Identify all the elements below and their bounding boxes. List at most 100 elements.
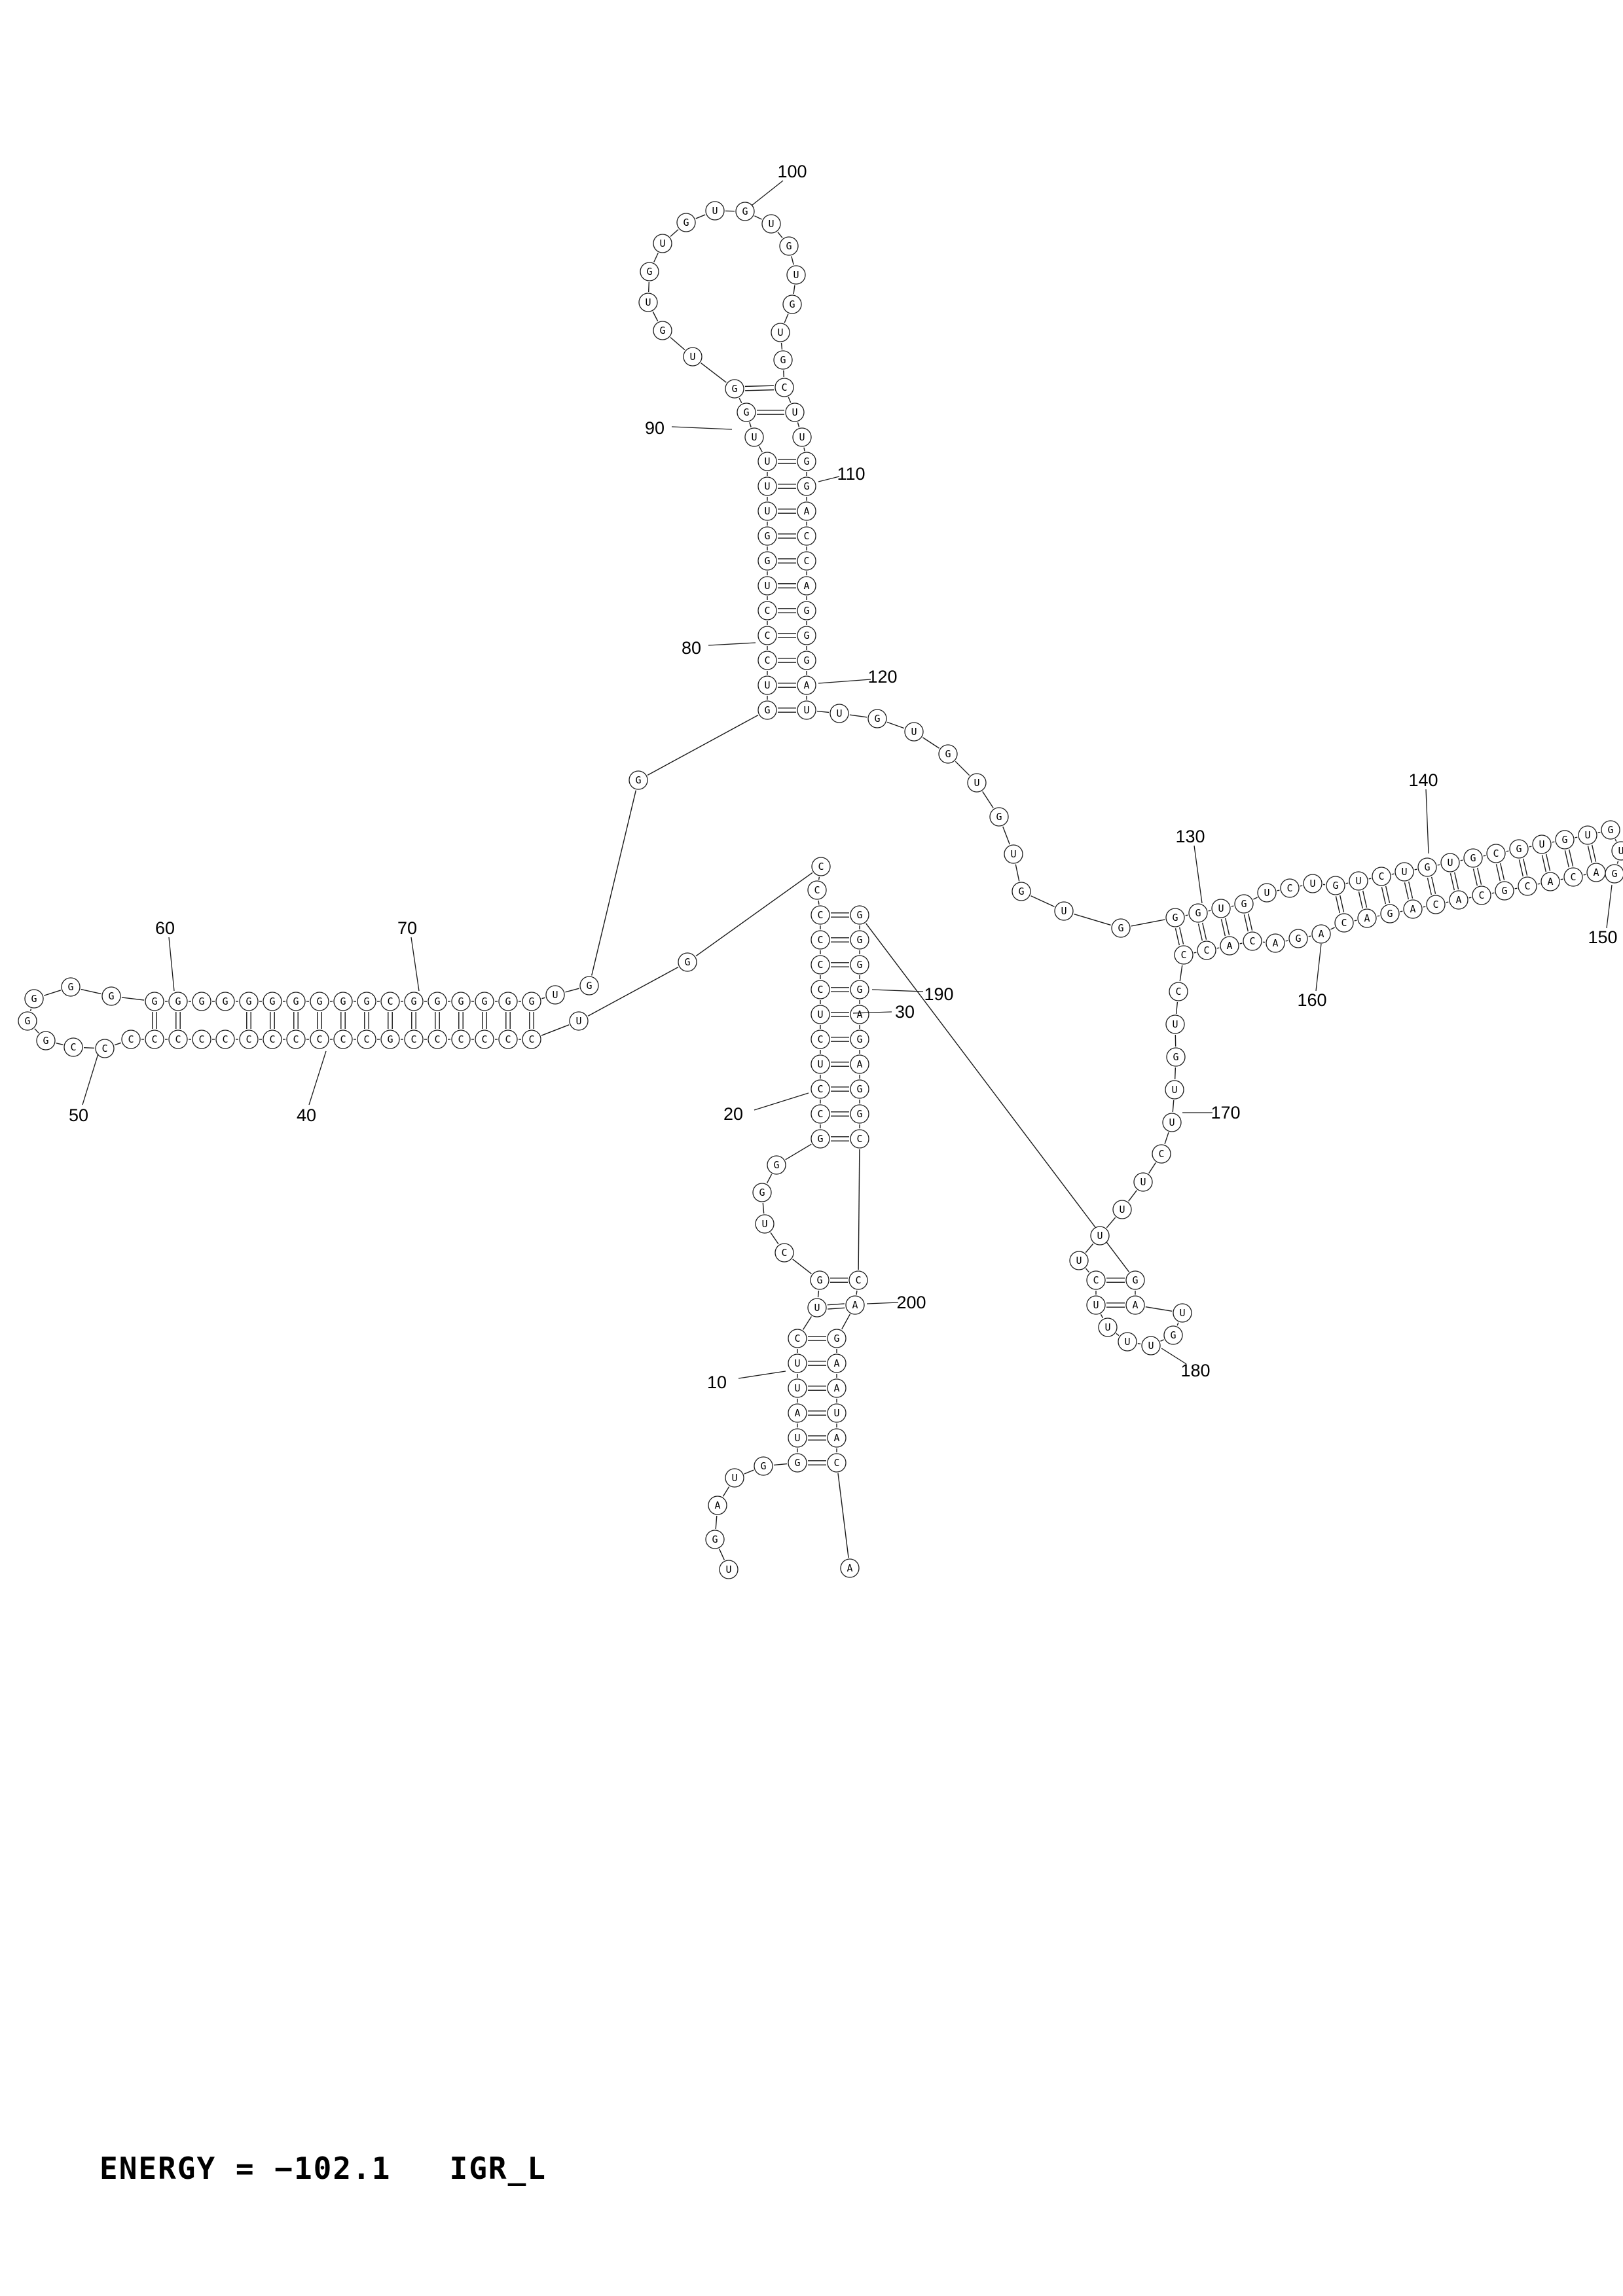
position-label: 100	[777, 162, 807, 181]
nucleotide-circle	[1532, 834, 1552, 854]
nucleotide-circle	[850, 905, 869, 925]
nucleotide-circle	[1266, 933, 1285, 953]
nucleotide-circle	[708, 1496, 727, 1515]
nucleotide-circle	[811, 1030, 830, 1049]
backbone-bond	[1239, 942, 1243, 944]
nucleotide-letter: C	[1249, 935, 1255, 947]
nucleotide-letter: A	[833, 1357, 839, 1369]
nucleotide-circle	[719, 1560, 739, 1579]
nucleotide-circle	[1601, 820, 1620, 840]
nucleotide-circle	[811, 980, 830, 999]
nucleotide-letter: C	[803, 530, 809, 542]
base-pair-bond	[1587, 846, 1593, 863]
nucleotide-letter: G	[789, 298, 795, 310]
nucleotide-letter: G	[817, 1133, 823, 1145]
nucleotide-letter: G	[458, 996, 464, 1007]
nucleotide-circle	[286, 1030, 306, 1049]
nucleotide-letter: G	[1132, 1274, 1138, 1286]
nucleotide-letter: G	[1118, 922, 1123, 934]
nucleotide-letter: G	[803, 605, 809, 617]
backbone-bond	[856, 1290, 858, 1295]
backbone-bond	[1179, 965, 1183, 982]
base-pair-bond	[1495, 864, 1501, 882]
nucleotide-circle	[757, 700, 777, 720]
nucleotide-letter: A	[856, 1058, 862, 1070]
nucleotide-letter: U	[712, 205, 718, 217]
backbone-bond	[541, 1024, 570, 1036]
nucleotide-letter: C	[101, 1043, 107, 1054]
nucleotide-letter: G	[780, 354, 786, 366]
nucleotide-letter: A	[1593, 867, 1599, 878]
nucleotide-circle	[1012, 882, 1031, 901]
nucleotide-letter: U	[1169, 1117, 1175, 1128]
nucleotide-letter: C	[1432, 899, 1438, 910]
nucleotide-letter: U	[1093, 1299, 1099, 1311]
base-pair-bond	[1499, 863, 1505, 880]
nucleotide-letter: U	[794, 1382, 800, 1394]
nucleotide-letter: U	[1119, 1204, 1125, 1215]
nucleotide-circle	[737, 403, 756, 422]
nucleotide-circle	[145, 992, 164, 1011]
nucleotide-circle	[640, 262, 659, 281]
position-label-leader	[1606, 884, 1613, 929]
nucleotide-circle	[1165, 1014, 1185, 1034]
backbone-bond	[793, 285, 795, 295]
nucleotide-letter: G	[1611, 868, 1617, 880]
nucleotide-circle	[168, 1030, 188, 1049]
nucleotide-circle	[1090, 1226, 1110, 1246]
backbone-bond	[1106, 1217, 1116, 1229]
nucleotide-letter: U	[817, 1009, 823, 1020]
nucleotide-circle	[775, 1243, 794, 1263]
nucleotide-circle	[757, 501, 777, 521]
nucleotide-circle	[850, 1129, 869, 1149]
nucleotide-letter: U	[794, 1357, 800, 1369]
nucleotide-letter: G	[1170, 1329, 1176, 1341]
nucleotide-circle	[404, 1030, 424, 1049]
nucleotide-circle	[1449, 890, 1468, 910]
nucleotide-letter: U	[1355, 875, 1361, 887]
backbone-bond	[784, 314, 789, 323]
base-pair-bond	[1518, 859, 1524, 877]
nucleotide-circle	[1125, 1295, 1145, 1315]
nucleotide-circle	[1586, 863, 1606, 882]
nucleotide-circle	[757, 576, 777, 596]
nucleotide-letter: A	[1318, 928, 1324, 940]
nucleotide-circle	[498, 1030, 518, 1049]
nucleotide-circle	[1426, 895, 1446, 914]
backbone-bond	[1148, 1162, 1156, 1174]
nucleotide-letter: C	[1093, 1274, 1099, 1286]
nucleotide-letter: G	[803, 655, 809, 666]
nucleotide-letter: C	[781, 1247, 787, 1259]
position-label-leader	[738, 1371, 786, 1379]
nucleotide-circle	[1169, 982, 1188, 1001]
nucleotide-letter: G	[731, 383, 737, 395]
nucleotide-circle	[1152, 1144, 1171, 1164]
nucleotide-circle	[239, 992, 259, 1011]
backbone-bond	[1015, 864, 1020, 882]
nucleotide-letter: C	[269, 1033, 275, 1045]
nucleotide-letter: G	[1561, 834, 1567, 846]
nucleotide-letter: U	[1447, 857, 1453, 869]
backbone-bond	[722, 1486, 730, 1497]
nucleotide-letter: G	[293, 996, 299, 1007]
nucleotide-circle	[1417, 857, 1437, 877]
nucleotide-circle	[579, 976, 599, 996]
nucleotide-letter: G	[996, 811, 1002, 823]
backbone-bond	[1423, 906, 1426, 908]
nucleotide-circle	[1174, 945, 1194, 965]
nucleotide-circle	[827, 1378, 847, 1398]
nucleotide-circle	[475, 992, 494, 1011]
nucleotide-letter: A	[1410, 903, 1415, 915]
nucleotide-circle	[1288, 929, 1308, 948]
position-label-leader	[168, 937, 175, 992]
nucleotide-circle	[451, 1030, 471, 1049]
nucleotide-circle	[1211, 899, 1231, 918]
nucleotide-circle	[653, 321, 672, 340]
nucleotide-letter: A	[1455, 894, 1461, 906]
nucleotide-circle	[797, 651, 816, 670]
nucleotide-letter: G	[856, 1108, 862, 1120]
nucleotide-letter: U	[792, 406, 797, 418]
backbone-bond	[1164, 1132, 1169, 1145]
nucleotide-letter: C	[410, 1033, 416, 1045]
nucleotide-circle	[1004, 844, 1023, 864]
